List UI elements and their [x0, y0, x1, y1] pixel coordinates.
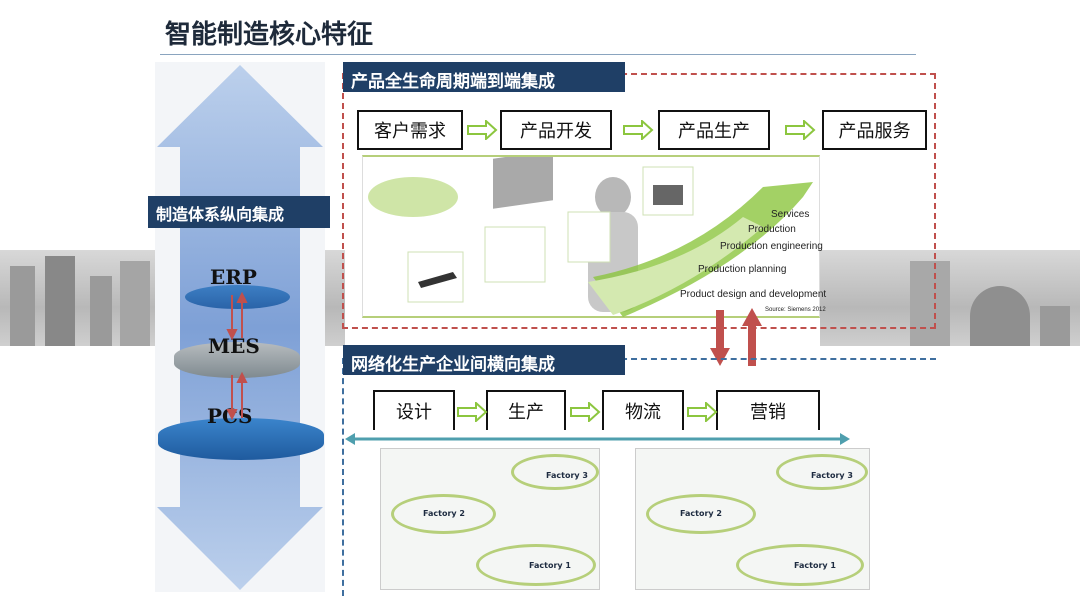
green-arrow-icon — [687, 402, 718, 422]
step-design: 设计 — [373, 390, 455, 432]
factory-network-diagram-1: Factory 2 Factory 3 Factory 1 — [380, 448, 600, 590]
lifecycle-header: 产品全生命周期端到端集成 — [343, 62, 625, 92]
pcs-layer — [158, 418, 324, 460]
pcs-label: PCS — [207, 404, 253, 428]
mes-label: MES — [208, 334, 260, 358]
erp-label: ERP — [210, 265, 257, 289]
city-background-mid — [325, 250, 345, 346]
factory-1-label: Factory 1 — [529, 561, 571, 570]
stage-production-engineering: Production engineering — [720, 241, 823, 252]
factory-3-label: Factory 3 — [811, 471, 853, 480]
stage-product-design: Product design and development — [680, 289, 827, 300]
factory-2-label: Factory 2 — [423, 509, 465, 518]
erp-layer — [185, 285, 290, 309]
step-product-development: 产品开发 — [500, 110, 612, 150]
step-customer-demand: 客户需求 — [357, 110, 463, 150]
lifecycle-graphics-icon — [368, 157, 813, 317]
factory-2-label: Factory 2 — [680, 509, 722, 518]
green-arrow-icon — [785, 120, 816, 140]
city-background-right — [820, 250, 1080, 346]
green-arrow-icon — [467, 120, 498, 140]
lifecycle-illustration: Services Production Production engineeri… — [362, 155, 826, 318]
stage-production: Production — [748, 224, 796, 235]
network-dashed-left — [342, 358, 344, 596]
vertical-integration-label: 制造体系纵向集成 — [148, 196, 330, 228]
network-header: 网络化生产企业间横向集成 — [343, 345, 625, 375]
source-note: Source: Siemens 2012 — [765, 307, 826, 313]
green-arrow-icon — [570, 402, 601, 422]
factory-network-diagram-2: Factory 2 Factory 3 Factory 1 — [635, 448, 870, 590]
mes-layer — [174, 342, 300, 378]
city-background-left — [0, 250, 160, 346]
network-dashed-top — [342, 358, 936, 360]
step-production: 生产 — [486, 390, 566, 432]
lifecycle-dashed-frame — [342, 73, 936, 329]
step-product-production: 产品生产 — [658, 110, 770, 150]
step-logistics: 物流 — [602, 390, 684, 432]
layer-exchange-arrows-icon — [226, 291, 248, 421]
step-marketing: 营销 — [716, 390, 820, 432]
bidirectional-red-arrows-icon — [710, 308, 762, 366]
horizontal-double-arrow-icon — [345, 433, 850, 445]
green-arrow-icon — [623, 120, 654, 140]
factory-3-label: Factory 3 — [546, 471, 588, 480]
factory-1-label: Factory 1 — [794, 561, 836, 570]
green-arrow-icon — [457, 402, 488, 422]
title-underline — [160, 54, 916, 55]
stage-production-planning: Production planning — [698, 264, 787, 275]
stage-services: Services — [771, 209, 810, 220]
step-product-service: 产品服务 — [822, 110, 927, 150]
slide-title: 智能制造核心特征 — [165, 20, 374, 50]
